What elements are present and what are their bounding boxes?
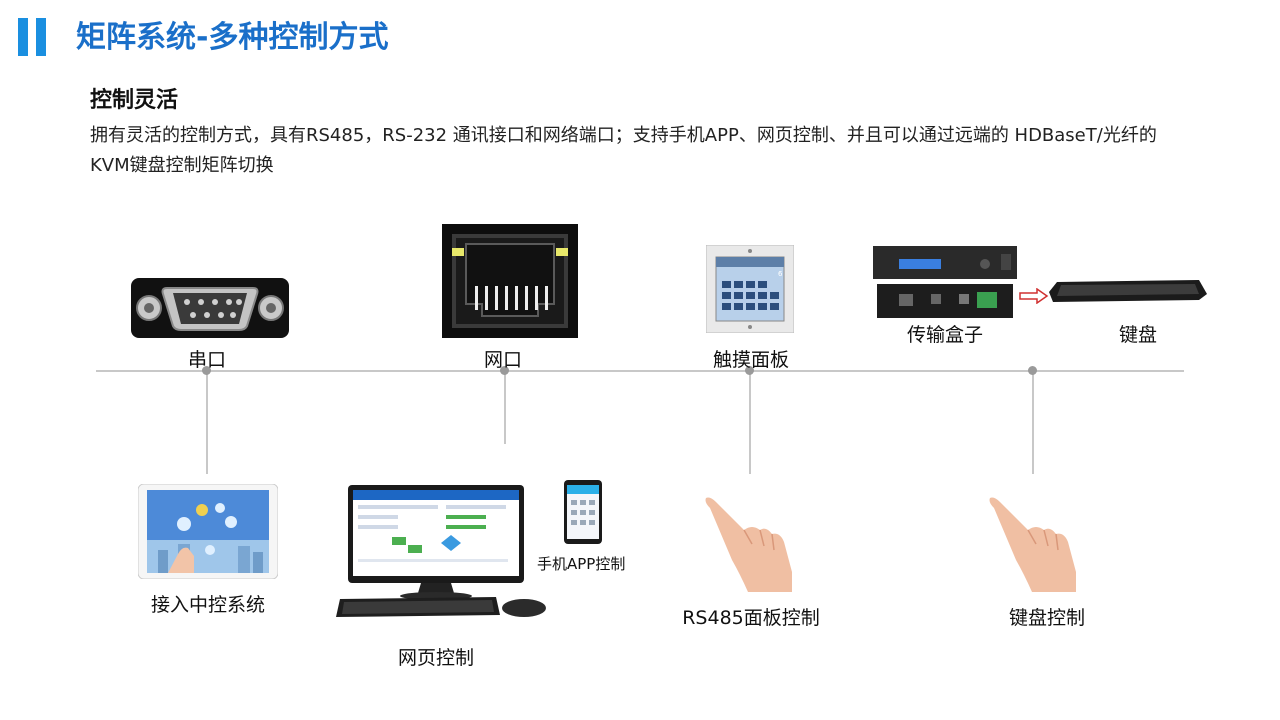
ethernet-port-icon [442, 224, 578, 342]
timeline-dot [1028, 366, 1037, 375]
title-accent-bar [36, 18, 46, 56]
label-phone-app: 手机APP控制 [537, 555, 626, 573]
label-transmission-box: 传输盒子 [906, 324, 984, 346]
label-rs485-panel: RS485面板控制 [682, 607, 820, 629]
label-serial-port: 串口 [187, 349, 227, 371]
label-keyboard: 键盘 [1118, 324, 1158, 346]
title-accent-bar [18, 18, 28, 56]
timeline-dot [745, 366, 754, 375]
label-touch-panel: 触摸面板 [712, 349, 790, 371]
timeline-dot [500, 366, 509, 375]
touch-panel-icon: 6 [705, 244, 795, 337]
hand-icon [986, 494, 1078, 596]
tablet-icon [137, 483, 279, 583]
svg-text:6: 6 [778, 270, 783, 278]
computer-icon [336, 485, 551, 624]
keyboard-icon [1049, 280, 1209, 308]
section-subtitle: 控制灵活 [90, 88, 179, 113]
label-keyboard-control: 键盘控制 [1008, 607, 1086, 629]
connector-line [206, 371, 208, 474]
arrow-right-icon [1019, 287, 1049, 308]
label-ethernet-port: 网口 [483, 349, 523, 371]
timeline-line [96, 370, 1184, 372]
timeline-dot [202, 366, 211, 375]
serial-port-icon [131, 278, 289, 342]
connector-line [749, 371, 751, 474]
label-central-control: 接入中控系统 [150, 594, 266, 616]
phone-icon [564, 480, 602, 548]
page-title: 矩阵系统-多种控制方式 [76, 20, 389, 55]
label-web-control: 网页控制 [397, 647, 475, 669]
section-description: 拥有灵活的控制方式，具有RS485，RS-232 通讯接口和网络端口；支持手机A… [90, 125, 1157, 176]
transmission-box-icon [873, 246, 1017, 324]
connector-line [504, 371, 506, 444]
connector-line [1032, 371, 1034, 474]
hand-icon [702, 494, 794, 596]
